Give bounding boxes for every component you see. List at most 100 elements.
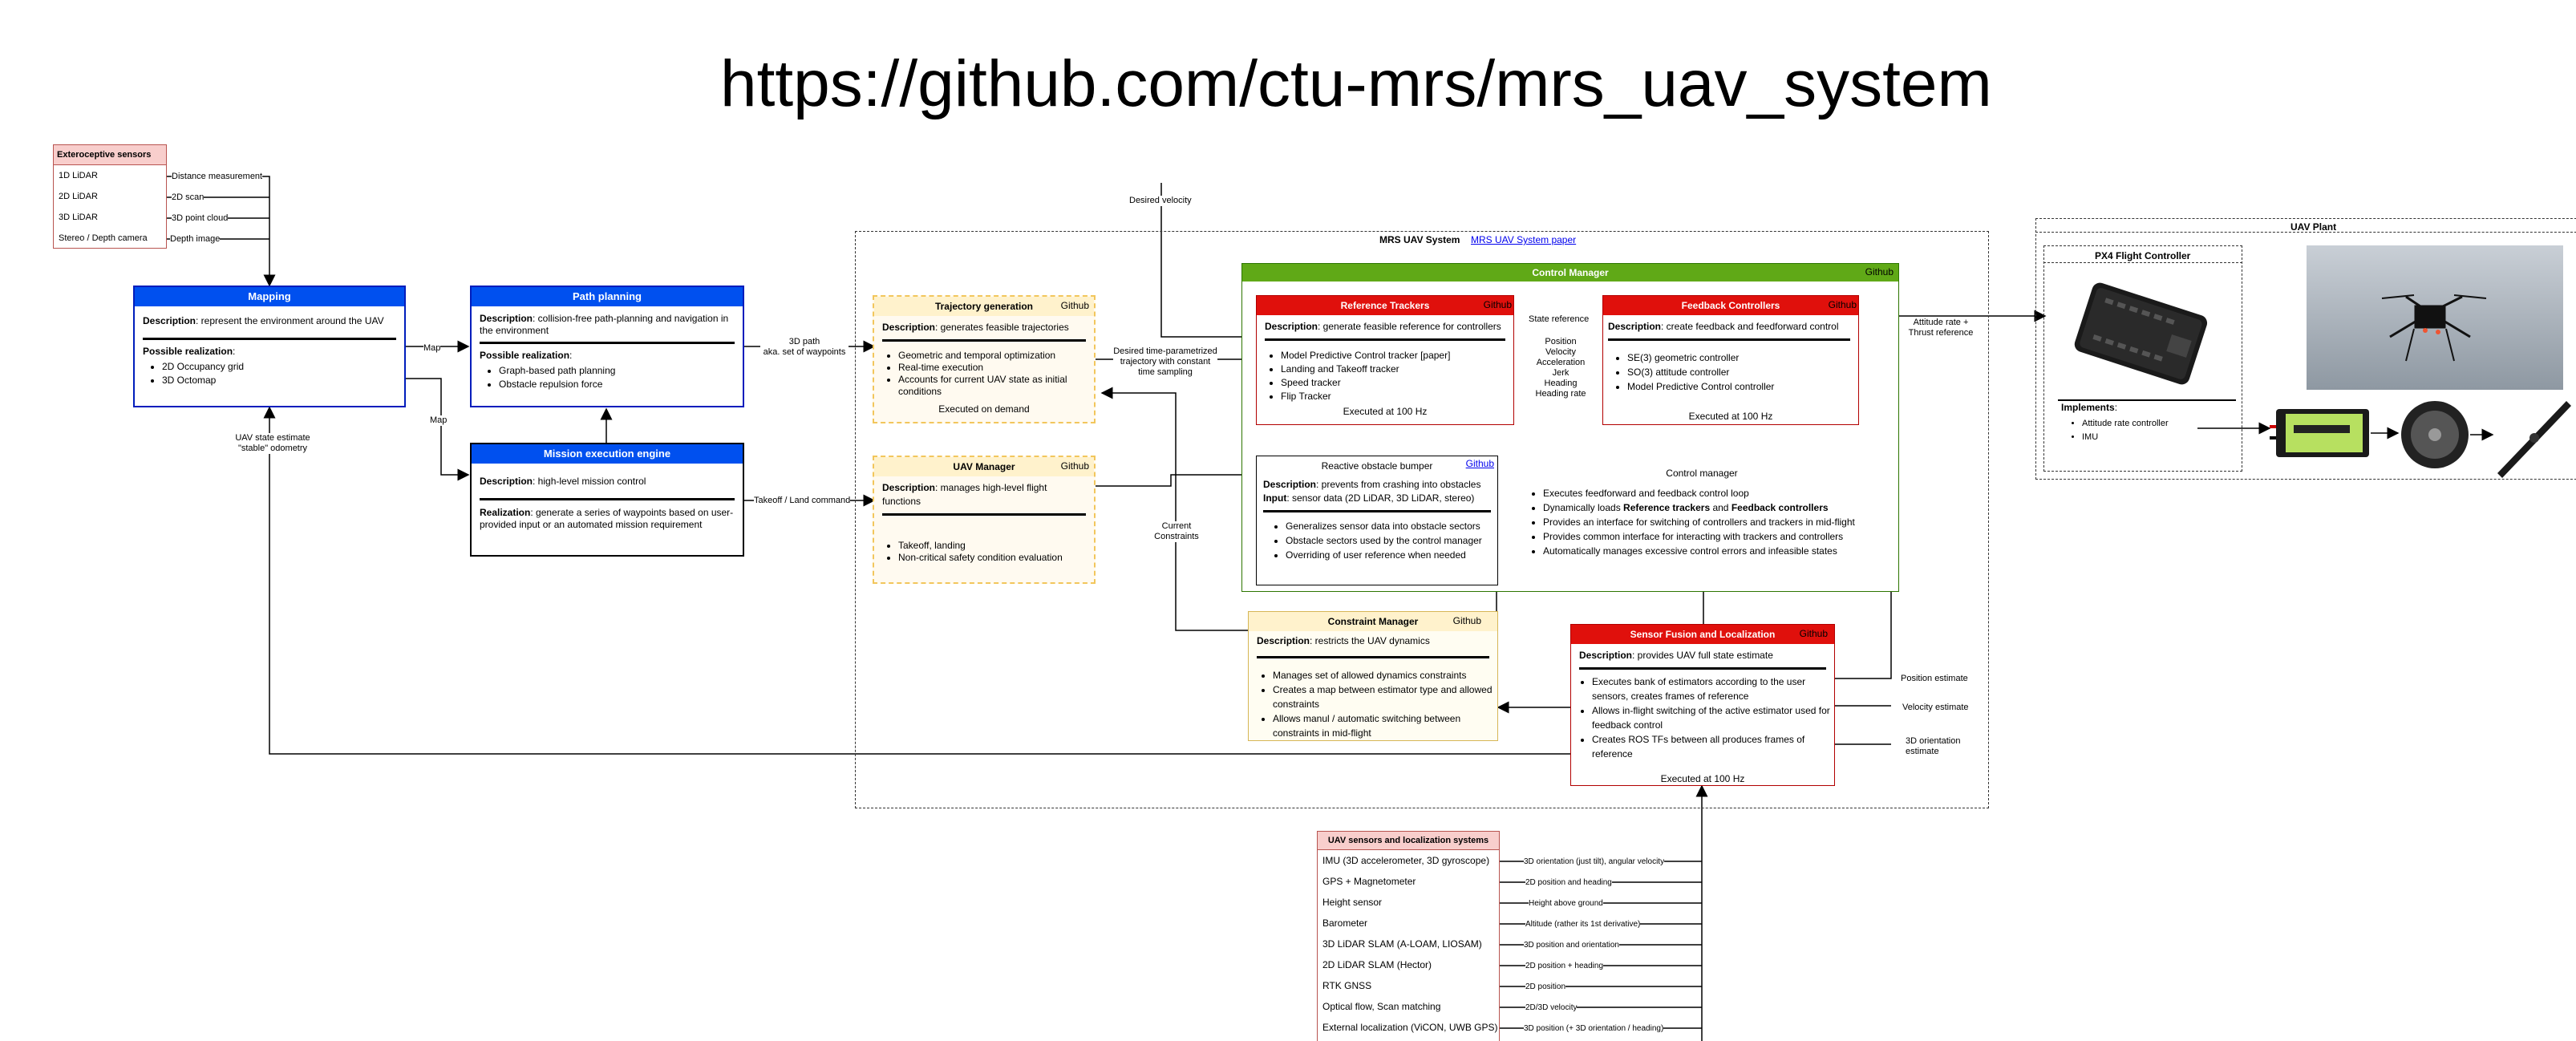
sensor-stereo-depth-camera: Stereo / Depth camera bbox=[59, 233, 148, 243]
px4-title: PX4 Flight Controller bbox=[2095, 250, 2191, 261]
control-manager-github-link[interactable]: Github bbox=[1865, 266, 1894, 277]
fusion-item: Allows in-flight switching of the active… bbox=[1592, 703, 1831, 732]
px4-item: IMU bbox=[2082, 431, 2169, 444]
mission-realization-label: Realization bbox=[480, 507, 531, 518]
uav-plant-container bbox=[2035, 218, 2576, 480]
uav-manager-github-link[interactable]: Github bbox=[1060, 460, 1089, 472]
trajectory-generation-box: Trajectory generation Github Description… bbox=[873, 295, 1096, 423]
uav-sensor-edge-label: 3D orientation (just tilt), angular velo… bbox=[1524, 857, 1665, 867]
control-manager-subtitle: Control manager bbox=[1666, 468, 1738, 479]
mrs-uav-system-title: MRS UAV System bbox=[1379, 234, 1460, 245]
sensor-fusion-header: Sensor Fusion and Localization bbox=[1571, 625, 1834, 644]
mapping-realization-label: Possible realization bbox=[143, 346, 233, 357]
constraint-desc: : restricts the UAV dynamics bbox=[1310, 635, 1430, 646]
edge-label-odometry: UAV state estimate "stable" odometry bbox=[233, 433, 313, 454]
sensor-2d-lidar: 2D LiDAR bbox=[59, 192, 98, 201]
trajectory-footer: Executed on demand bbox=[938, 403, 1030, 415]
controllers-desc: : create feedback and feedforward contro… bbox=[1661, 321, 1839, 332]
path-planning-header: Path planning bbox=[472, 287, 743, 306]
tracker-item: Model Predictive Control tracker [paper] bbox=[1281, 349, 1513, 363]
constraint-manager-header: Constraint Manager bbox=[1249, 612, 1497, 631]
path-planning-realization-label: Possible realization bbox=[480, 350, 570, 361]
exteroceptive-sensors-box: Exteroceptive sensors 1D LiDAR 2D LiDAR … bbox=[53, 144, 167, 249]
fusion-footer: Executed at 100 Hz bbox=[1660, 773, 1745, 784]
uav-manager-item: Non-critical safety condition evaluation bbox=[898, 552, 1094, 564]
uav-sensor-edge-label: 2D position + heading bbox=[1525, 961, 1604, 971]
constraint-item: Manages set of allowed dynamics constrai… bbox=[1273, 668, 1497, 683]
propeller-image bbox=[2497, 401, 2571, 478]
mission-divider bbox=[480, 498, 735, 500]
uav-sensor-edge-label: 3D position (+ 3D orientation / heading) bbox=[1524, 1023, 1664, 1034]
edge-label-attitude-rate: Attitude rate + Thrust reference bbox=[1902, 318, 1979, 338]
edge-label-2d-scan: 2D scan bbox=[172, 192, 205, 203]
mission-desc: : high-level mission control bbox=[533, 476, 646, 487]
control-manager-item: Executes feedforward and feedback contro… bbox=[1543, 486, 1855, 500]
trajectory-item: Real-time execution bbox=[898, 362, 1094, 374]
controllers-github-link[interactable]: Github bbox=[1828, 299, 1857, 310]
trajectory-item: Geometric and temporal optimization bbox=[898, 350, 1094, 362]
sensor-fusion-box: Sensor Fusion and Localization Github De… bbox=[1570, 624, 1835, 786]
mapping-divider bbox=[143, 338, 396, 340]
controller-item: Model Predictive Control controller bbox=[1627, 379, 1858, 394]
constraint-item: Allows manul / automatic switching betwe… bbox=[1273, 711, 1497, 740]
mission-desc-label: Description bbox=[480, 476, 533, 487]
constraint-github-link[interactable]: Github bbox=[1452, 615, 1481, 626]
sensor-3d-lidar: 3D LiDAR bbox=[59, 213, 98, 222]
mission-engine-header: Mission execution engine bbox=[472, 444, 743, 464]
mapping-header: Mapping bbox=[135, 287, 404, 306]
uav-sensor-edge-label: 2D/3D velocity bbox=[1525, 1003, 1578, 1013]
uav-sensor-edge-label: 2D position and heading bbox=[1525, 877, 1612, 888]
constraint-manager-box: Constraint Manager Github Description: r… bbox=[1248, 611, 1498, 741]
path-planning-desc-label: Description bbox=[480, 313, 533, 324]
trackers-desc: : generate feasible reference for contro… bbox=[1318, 321, 1501, 332]
control-manager-header: Control Manager bbox=[1242, 264, 1898, 282]
constraint-item: Creates a map between estimator type and… bbox=[1273, 683, 1497, 711]
uav-manager-header: UAV Manager bbox=[874, 457, 1094, 476]
edge-label-desired-trajectory: Desired time-parametrized trajectory wit… bbox=[1113, 346, 1217, 378]
bumper-desc: : prevents from crashing into obstacles bbox=[1316, 479, 1481, 490]
mrs-paper-link[interactable]: MRS UAV System paper bbox=[1471, 234, 1577, 245]
edge-label-desired-velocity: Desired velocity bbox=[1129, 196, 1192, 206]
uav-plant-title: UAV Plant bbox=[2290, 221, 2337, 233]
feedback-controllers-box: Feedback Controllers Github Description:… bbox=[1602, 295, 1859, 425]
trajectory-generation-header: Trajectory generation bbox=[874, 297, 1094, 316]
trajectory-item: Accounts for current UAV state as initia… bbox=[898, 374, 1094, 398]
sensor-1d-lidar: 1D LiDAR bbox=[59, 171, 98, 180]
tracker-item: Speed tracker bbox=[1281, 376, 1513, 390]
fusion-desc: : provides UAV full state estimate bbox=[1632, 650, 1773, 661]
bumper-github-link[interactable]: Github bbox=[1465, 458, 1494, 469]
mission-engine-box: Mission execution engine Description: hi… bbox=[470, 443, 744, 557]
uav-sensor-external-loc: External localization (ViCON, UWB GPS) bbox=[1322, 1022, 1498, 1033]
edge-label-current-constraints: Current Constraints bbox=[1148, 521, 1205, 542]
trajectory-github-link[interactable]: Github bbox=[1060, 300, 1089, 311]
trajectory-desc: : generates feasible trajectories bbox=[935, 322, 1069, 333]
fusion-github-link[interactable]: Github bbox=[1799, 628, 1828, 639]
px4-item: Attitude rate controller bbox=[2082, 417, 2169, 431]
fusion-item: Executes bank of estimators according to… bbox=[1592, 674, 1831, 703]
trackers-footer: Executed at 100 Hz bbox=[1343, 406, 1428, 417]
uav-sensor-edge-label: Altitude (rather its 1st derivative) bbox=[1525, 919, 1641, 930]
uav-sensor-edge-label: Height above ground bbox=[1529, 898, 1603, 909]
edge-label-map-2: Map bbox=[430, 415, 448, 426]
edge-label-3d-point-cloud: 3D point cloud bbox=[172, 213, 229, 224]
controller-item: SO(3) attitude controller bbox=[1627, 365, 1858, 379]
control-manager-item: Provides an interface for switching of c… bbox=[1543, 515, 1855, 529]
px4-features: Attitude rate controller IMU bbox=[2061, 417, 2169, 444]
uav-sensor-height: Height sensor bbox=[1322, 897, 1383, 908]
uav-sensors-header: UAV sensors and localization systems bbox=[1318, 832, 1499, 850]
page-title: https://github.com/ctu-mrs/mrs_uav_syste… bbox=[720, 47, 1992, 120]
uav-manager-box: UAV Manager Github Description: manages … bbox=[873, 456, 1096, 584]
obstacle-bumper-box: Reactive obstacle bumper Github Descript… bbox=[1256, 456, 1498, 585]
px4-implements: Implements: bbox=[2061, 402, 2118, 413]
uav-sensor-barometer: Barometer bbox=[1322, 917, 1368, 929]
path-planning-divider bbox=[480, 342, 735, 344]
edge-label-3d-path: 3D path aka. set of waypoints bbox=[760, 337, 849, 358]
reference-trackers-box: Reference Trackers Github Description: g… bbox=[1256, 295, 1514, 425]
mapping-box: Mapping Description: represent the envir… bbox=[133, 286, 406, 407]
fusion-item: Creates ROS TFs between all produces fra… bbox=[1592, 732, 1831, 761]
trackers-github-link[interactable]: Github bbox=[1483, 299, 1512, 310]
